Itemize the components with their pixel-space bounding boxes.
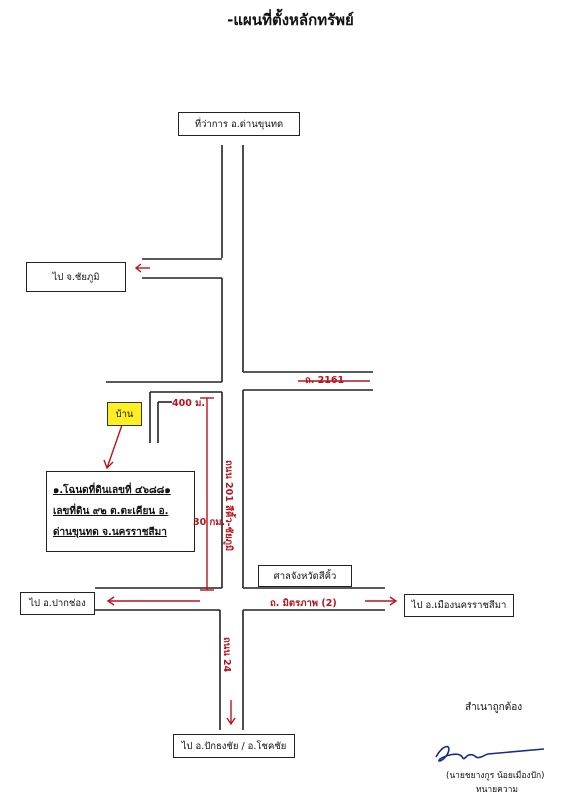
- label-distance-30km: 30 กม.: [193, 517, 226, 528]
- signer-name: (นายชยางกูร น้อยเมืองปัก): [446, 771, 545, 781]
- box-to-nakhon-ratchasima: ไป อ.เมืองนครราชสีมา: [404, 594, 514, 617]
- label-road-2161: ถ. 2161: [305, 375, 345, 386]
- note-line-1: ๑.โฉนดที่ดินเลขที่ ๔๖๘๘๑: [53, 485, 171, 496]
- label-road-24: ถนน 24: [221, 637, 232, 673]
- box-to-pak-chong: ไป อ.ปากช่อง: [20, 592, 95, 615]
- page-title: -แผนที่ตั้งหลักทรัพย์: [227, 11, 354, 29]
- land-title-note: ๑.โฉนดที่ดินเลขที่ ๔๖๘๘๑ เลขที่ดิน ๙๒ ต.…: [46, 471, 195, 552]
- box-court: ศาลจังหวัดสีคิ้ว: [258, 565, 352, 587]
- signer-title: ทนายความ: [476, 785, 519, 795]
- house-marker: บ้าน: [107, 402, 142, 426]
- label-mittraphap: ถ. มิตรภาพ (2): [270, 598, 337, 609]
- label-road-201: ถนน 201 สีคิ้ว-ชัยภูมิ: [223, 460, 234, 552]
- label-distance-400m: 400 ม.: [172, 398, 206, 409]
- box-district-office: ที่ว่าการ อ.ด่านขุนทด: [178, 112, 300, 136]
- certified-copy-text: สำเนาถูกต้อง: [465, 702, 523, 713]
- note-line-2: เลขที่ดิน ๙๒ ต.ตะเคียน อ.: [53, 506, 169, 517]
- box-to-chaiyaphum: ไป จ.ชัยภูมิ: [26, 262, 126, 292]
- signature-mark: [435, 745, 545, 762]
- box-to-pak-thong-chai: ไป อ.ปักธงชัย / อ.โชคชัย: [173, 734, 295, 758]
- note-line-3: ด่านขุนทด จ.นครราชสีมา: [53, 527, 167, 538]
